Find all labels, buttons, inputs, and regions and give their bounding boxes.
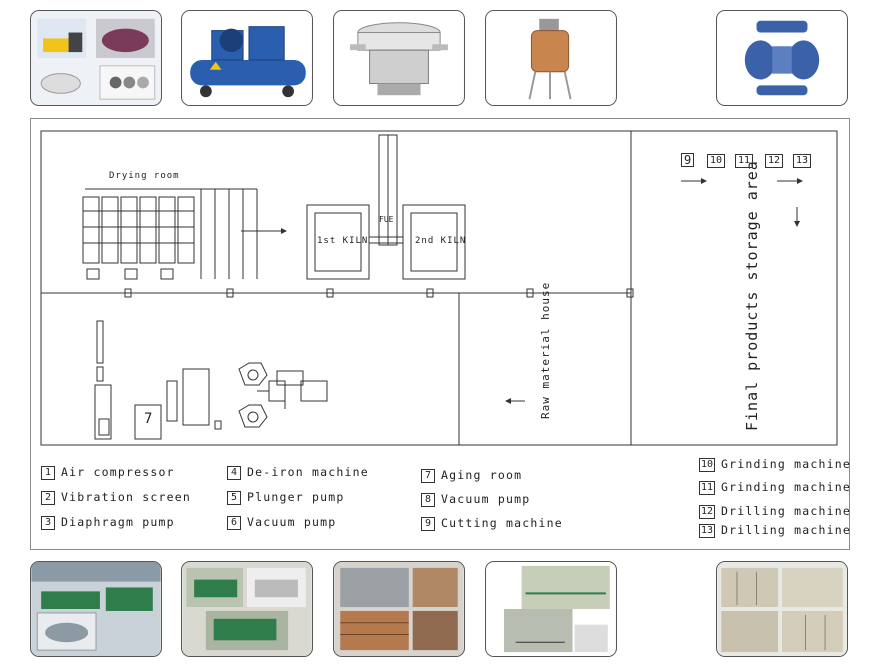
photo-diaphragm-pump (716, 10, 848, 106)
photo-vacuum-extruder (181, 561, 313, 657)
kiln-1-label: 1st KILN (317, 236, 369, 246)
photo-mixing-tank (485, 10, 617, 106)
photo-air-compressor (181, 10, 313, 106)
sequence-step-9: 9 (681, 153, 695, 167)
photo-drying-racks (333, 561, 465, 657)
photo-vibration-screen (333, 10, 465, 106)
photo-finished-boards (716, 561, 848, 657)
fuel-label: FUE (379, 215, 394, 224)
sequence-step-10: 10 (707, 154, 726, 168)
photo-cutting-table (485, 561, 617, 657)
sequence-step-11: 11 (735, 154, 754, 168)
photo-air-compressor-small (30, 10, 162, 106)
drying-room-label: Drying room (109, 171, 180, 181)
kiln-2-label: 2nd KILN (415, 236, 467, 246)
photo-extrusion-line (30, 561, 162, 657)
plant-layout-diagram: Drying room 1st KILN 2nd KILN FUE 7 Raw … (30, 118, 850, 550)
sequence-step-13: 13 (793, 154, 812, 168)
raw-material-house-label: Raw material house (539, 281, 552, 419)
sequence-step-12: 12 (765, 154, 784, 168)
aging-room-marker: 7 (144, 411, 154, 427)
final-products-storage-label: Final products storage area (743, 160, 761, 431)
